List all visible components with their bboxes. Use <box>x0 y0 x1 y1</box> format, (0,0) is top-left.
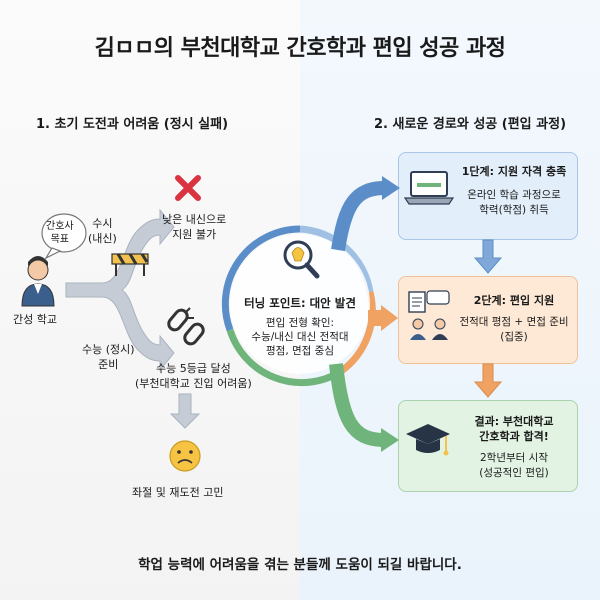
arrow-to-result <box>329 363 385 447</box>
frustration-label: 좌절 및 재도전 고민 <box>132 486 224 499</box>
suneung-result-label: 수능 5등급 달성(부천대학교 진입 어려움) <box>135 362 252 390</box>
left-section-heading: 1. 초기 도전과 어려움 (정시 실패) <box>36 117 229 132</box>
turning-circle-green-arc <box>226 328 342 387</box>
laptop-icon <box>403 171 455 205</box>
turning-circle-orange-arc <box>337 291 376 375</box>
susi-label: 수시(내신) <box>88 217 117 245</box>
right-section-heading: 2. 새로운 경로와 성공 (편입 과정) <box>374 117 567 132</box>
suneung-label: 수능 (정시)준비 <box>82 343 135 371</box>
down-arrow-left <box>169 393 201 429</box>
result-description: 2학년부터 시작(성공적인 편입) <box>479 452 549 479</box>
footer-message: 학업 능력에 어려움을 겪는 분들께 도움이 되길 바랍니다. <box>138 557 462 573</box>
sad-face-icon <box>169 440 201 472</box>
step2-to-result-arrow <box>473 363 503 398</box>
arrow-to-step1 <box>331 181 386 252</box>
step2-title: 2단계: 편입 지원 <box>473 294 555 307</box>
interview-icon <box>408 290 450 340</box>
speech-bubble <box>41 213 87 260</box>
turning-circle-gray-arc <box>299 225 374 293</box>
fork-arrow-body <box>65 208 175 372</box>
student-label: 간성 학교 <box>13 313 57 326</box>
lightbulb-magnifier-icon <box>283 240 320 279</box>
step1-title: 1단계: 지원 자격 충족 <box>461 165 567 178</box>
graduation-cap-icon <box>406 424 450 456</box>
turning-circle-blue-arc <box>221 225 301 332</box>
step2-card <box>398 276 578 364</box>
fail-x-icon <box>175 175 201 201</box>
broken-chain-icon <box>167 307 205 346</box>
step2-description: 전적대 평점 + 면접 준비(집중) <box>459 316 569 343</box>
step1-to-step2-arrow <box>473 239 503 274</box>
turning-point-title: 터닝 포인트: 대안 발견 <box>244 296 356 310</box>
barrier-icon <box>111 253 149 276</box>
student-avatar-icon <box>21 256 55 307</box>
page-title: 김ㅁㅁ의 부천대학교 간호학과 편입 성공 과정 <box>94 36 506 61</box>
